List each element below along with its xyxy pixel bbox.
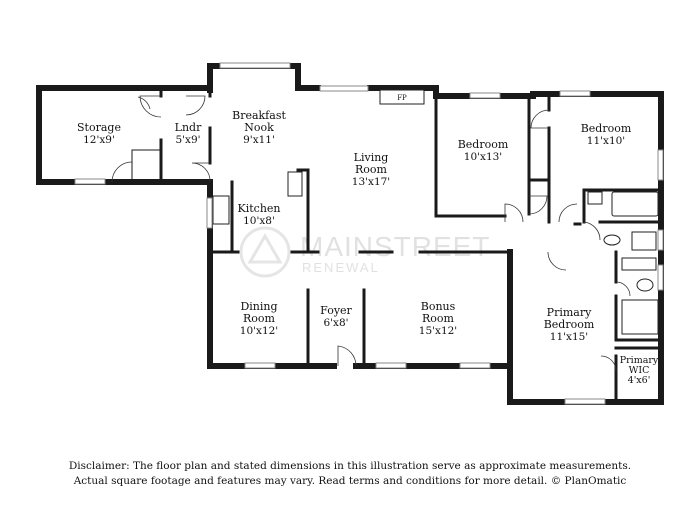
kitchen-name: Kitchen	[238, 202, 281, 215]
foyer-name: Foyer	[320, 304, 352, 317]
watermark-line1: MAINSTREET	[300, 231, 490, 262]
interior-walls	[131, 86, 663, 404]
laundry-dim: 5'x9'	[175, 134, 200, 146]
room-labels: Storage 12'x9' Lndr 5'x9' Breakfast Nook…	[77, 109, 659, 386]
foyer-dim: 6'x8'	[323, 317, 348, 329]
fireplace: FP	[379, 89, 425, 105]
storage-dim: 12'x9'	[83, 134, 115, 146]
storage-name: Storage	[77, 121, 121, 134]
dining-room-name-1: Dining	[240, 300, 277, 313]
primary-bedroom-name-2: Bedroom	[544, 318, 595, 331]
primary-bedroom-dim: 11'x15'	[550, 331, 588, 343]
living-room-name-1: Living	[354, 151, 389, 164]
breakfast-nook-name-1: Breakfast	[232, 109, 286, 122]
laundry-name: Lndr	[175, 121, 202, 134]
kitchen-dim: 10'x8'	[243, 215, 275, 227]
bonus-room-dim: 15'x12'	[419, 325, 457, 337]
bedroom-2-dim: 11'x10'	[587, 135, 625, 147]
bedroom-1-name: Bedroom	[458, 138, 509, 151]
disclaimer-line-2: Actual square footage and features may v…	[73, 475, 627, 487]
watermark-line2: RENEWAL	[302, 260, 380, 275]
primary-wic-name-2: WIC	[629, 365, 650, 376]
breakfast-nook-name-2: Nook	[244, 121, 274, 134]
fireplace-label: FP	[397, 94, 407, 102]
primary-wic-dim: 4'x6'	[628, 375, 651, 386]
watermark: MAINSTREET RENEWAL	[239, 226, 490, 278]
primary-wic-name-1: Primary	[620, 355, 659, 366]
kitchen-sink-icon	[212, 195, 230, 225]
bedroom-1-dim: 10'x13'	[464, 151, 502, 163]
breakfast-nook-dim: 9'x11'	[243, 134, 275, 146]
bedroom-2-name: Bedroom	[581, 122, 632, 135]
dining-room-name-2: Room	[243, 312, 276, 325]
bonus-room-name-1: Bonus	[421, 300, 456, 313]
disclaimer-line-1: Disclaimer: The floor plan and stated di…	[68, 460, 632, 472]
doors	[111, 95, 631, 372]
living-room-name-2: Room	[355, 163, 388, 176]
primary-bedroom-name-1: Primary	[547, 306, 592, 319]
living-room-dim: 13'x17'	[352, 176, 390, 188]
bonus-room-name-2: Room	[422, 312, 455, 325]
dining-room-dim: 10'x12'	[240, 325, 278, 337]
windows	[74, 62, 664, 405]
